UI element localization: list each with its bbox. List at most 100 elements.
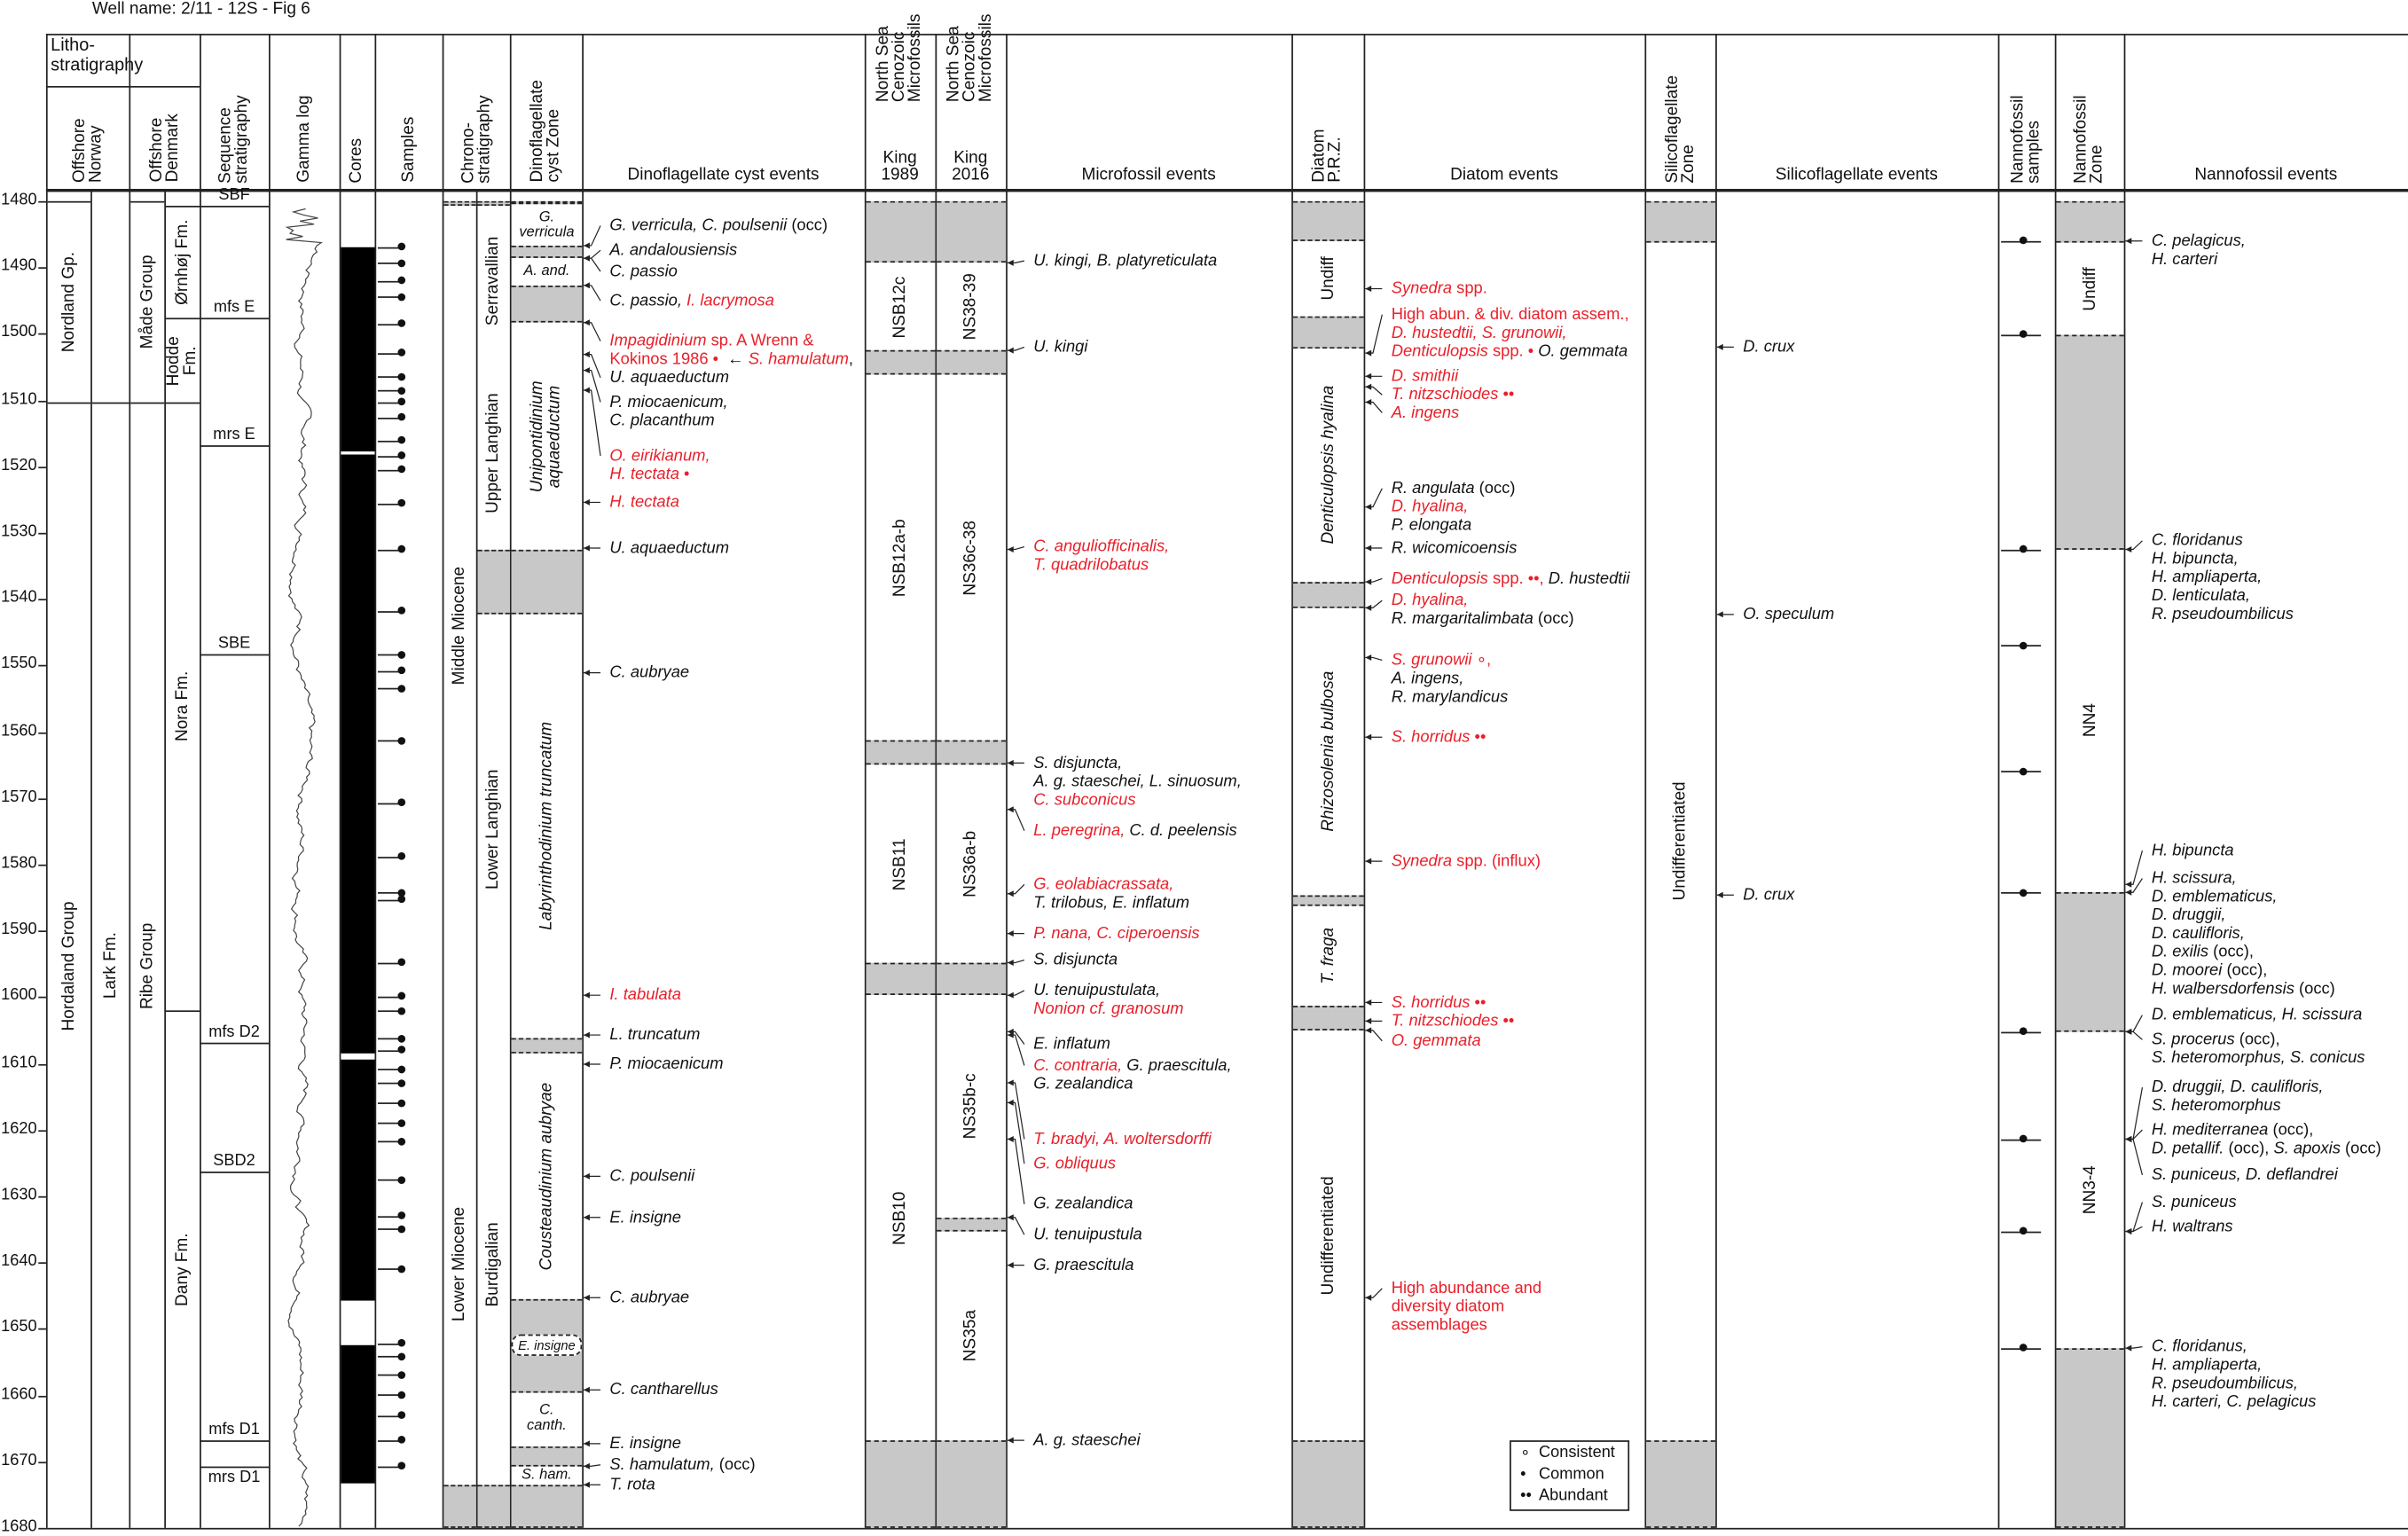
arrowhead-icon	[1365, 1027, 1371, 1033]
depth-tick-label: 1490	[0, 256, 37, 275]
event-line: O. gemmata	[1392, 1031, 1481, 1050]
event-line: S. disjuncta,	[1033, 754, 1242, 772]
event-line: Synedra spp.	[1392, 279, 1487, 298]
event-line: O. eirikianum,	[609, 447, 710, 466]
zone-dino	[512, 286, 583, 323]
sample-tick	[378, 899, 399, 901]
sample-tick	[378, 997, 399, 999]
zone-nanno: Undiff	[2056, 243, 2123, 334]
arrowhead-icon	[1008, 1029, 1014, 1035]
sequence-surface-label: SBF	[200, 186, 269, 205]
event-text: L. peregrina,	[1033, 821, 1125, 840]
event-leader-arrow	[1365, 657, 1382, 660]
event-text: (occ),	[2224, 1139, 2273, 1157]
zone-nanno: NN3-4	[2056, 1031, 2123, 1348]
header-label: Nannofossil samples	[2011, 95, 2043, 189]
event-text: T. quadrilobatus	[1033, 556, 1149, 575]
header-top-border	[46, 34, 2408, 35]
event-line: G. verricula, C. poulsenii (occ)	[609, 216, 828, 235]
event-text: R. marylandicus	[1392, 688, 1509, 707]
sample-dot	[397, 1265, 405, 1273]
sample-tick	[378, 247, 399, 248]
event-line: S. puniceus, D. deflandrei	[2152, 1166, 2338, 1185]
event-text: O. gemmata	[1533, 342, 1628, 361]
event-text: G. verricula, C. poulsenii	[609, 216, 787, 235]
event-line: U. kingi	[1033, 338, 1087, 357]
sample-dot	[397, 853, 405, 861]
event-line: D. hustedtii, S. grunowii,	[1392, 324, 1629, 342]
sample-tick	[378, 441, 399, 443]
event-text: O. eirikianum,	[609, 447, 710, 466]
chart-bottom-border	[46, 1528, 2408, 1530]
event-leader-arrow	[1008, 810, 1024, 831]
arrowhead-icon	[1365, 286, 1371, 292]
zone-diatom: T. fraga	[1293, 906, 1364, 1006]
event-micro: G. eolabiacrassata,T. trilobus, E. infla…	[1033, 875, 1189, 913]
event-line: E. inflatum	[1033, 1035, 1110, 1054]
event-line: D. druggii,	[2152, 906, 2335, 925]
arrowhead-icon	[584, 1214, 590, 1220]
event-text: I. lacrymosa	[686, 292, 774, 310]
zone-label: Denticulopsis hyalina	[1320, 386, 1337, 545]
header-label: Microfossil events	[1081, 167, 1215, 189]
event-text: C. contraria,	[1033, 1056, 1122, 1075]
event-line: D. emblematicus,	[2152, 888, 2335, 906]
event-leader-arrow	[1365, 387, 1382, 395]
zone-king2016: NS35b-c	[937, 995, 1006, 1218]
ns-header-divider	[865, 107, 1006, 109]
arrowhead-icon	[584, 1387, 590, 1393]
event-text: (occ)	[787, 216, 828, 235]
arrowhead-icon	[1365, 504, 1371, 510]
event-text: T. rota	[609, 1476, 655, 1494]
depth-tick-label: 1530	[0, 522, 37, 541]
arrowhead-icon	[2125, 1136, 2131, 1142]
event-text: C. anguliofficinalis,	[1033, 537, 1169, 556]
event-line: U. tenuipustulata,	[1033, 982, 1183, 1000]
column-divider	[200, 34, 201, 1528]
event-nanno: D. druggii, D. caulifloris,S. heteromorp…	[2152, 1078, 2324, 1116]
event-text: D. crux	[1743, 338, 1794, 357]
depth-tick	[38, 865, 46, 866]
event-micro: C. anguliofficinalis,T. quadrilobatus	[1033, 537, 1169, 575]
zone-label: Middle Miocene	[451, 566, 468, 684]
sample-tick	[378, 892, 399, 894]
event-text: C. passio	[609, 263, 677, 281]
event-text: D. caulifloris,	[2152, 924, 2245, 943]
arrowhead-icon	[2125, 1136, 2131, 1142]
event-line: D. hyalina,	[1392, 592, 1574, 610]
arrowhead-icon	[1365, 1295, 1371, 1301]
zone-dino: Unipontidinium aquaeductum	[512, 323, 583, 550]
sample-dot	[397, 1046, 405, 1054]
event-line: T. bradyi, A. woltersdorffi	[1033, 1130, 1212, 1148]
arrowhead-icon	[2125, 546, 2131, 552]
event-text: T. trilobus, E. inflatum	[1033, 894, 1189, 913]
event-text: U. aquaeductum	[609, 539, 729, 558]
event-text: U. kingi, B. platyreticulata	[1033, 252, 1217, 270]
event-line: U. kingi, B. platyreticulata	[1033, 252, 1217, 270]
event-line: H. bipuncta,	[2152, 550, 2294, 568]
event-text: D. hyalina,	[1392, 592, 1469, 610]
event-leader-arrow	[1008, 347, 1024, 350]
event-line: R. angulata (occ)	[1392, 479, 1516, 498]
arrowhead-icon	[584, 242, 590, 248]
header-label: Silicoflagellate Zone	[1664, 74, 1696, 189]
sequence-surface-label: mrs E	[200, 426, 269, 444]
depth-tick-label: 1500	[0, 323, 37, 341]
event-text: (occ),	[2235, 1031, 2280, 1049]
event-line: C. contraria, G. praescitula,	[1033, 1056, 1231, 1075]
arrowhead-icon	[1008, 1262, 1014, 1268]
event-text: L. truncatum	[609, 1026, 700, 1045]
arrowhead-icon	[584, 255, 590, 262]
event-line: S. procerus (occ),	[2152, 1031, 2365, 1049]
event-diatom: S. grunowii ∘,A. ingens,R. marylandicus	[1392, 651, 1509, 706]
sample-tick	[378, 741, 399, 742]
arrowhead-icon	[584, 1173, 590, 1179]
sequence-surface-line	[200, 206, 269, 208]
event-text: spp. •	[1488, 342, 1533, 361]
arrowhead-icon	[584, 1440, 590, 1446]
event-text: S. apoxis	[2273, 1139, 2340, 1157]
sample-dot	[397, 685, 405, 693]
event-text: (occ)	[2294, 980, 2335, 999]
event-micro: C. contraria, G. praescitula,G. zealandi…	[1033, 1056, 1231, 1093]
arrowhead-icon	[1008, 992, 1014, 999]
